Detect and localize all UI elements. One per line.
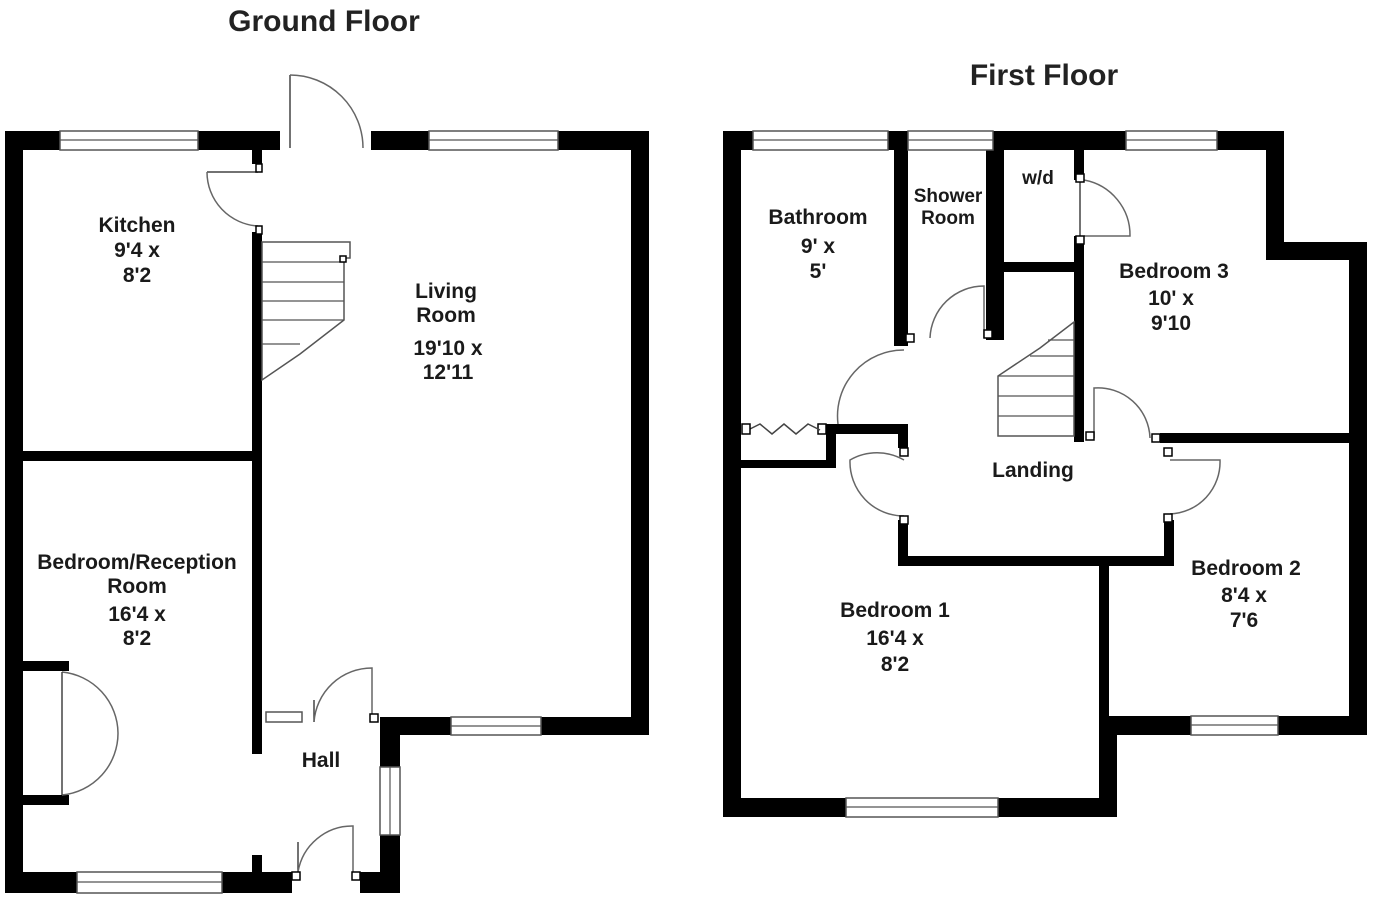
ground-floor-doors (61, 74, 379, 881)
shower-room-name-1: Shower (914, 186, 983, 207)
first-floor-walls (723, 131, 1367, 817)
first-floor-labels: Bathroom 9' x 5' Shower Room w/d Bedroom… (768, 168, 1300, 676)
bedroom-1-dim-1: 16'4 x (866, 627, 924, 650)
bedroom-1-dim-2: 8'2 (881, 653, 909, 676)
first-floor-plan: Bathroom 9' x 5' Shower Room w/d Bedroom… (723, 130, 1367, 818)
bedroom-reception-dim-1: 16'4 x (108, 603, 166, 626)
kitchen-name: Kitchen (98, 214, 175, 237)
bedroom-2-dim-1: 8'4 x (1221, 584, 1267, 607)
bathroom-dim-2: 5' (810, 260, 827, 283)
first-floor-heading: First Floor (970, 59, 1119, 92)
ground-floor-labels: Kitchen 9'4 x 8'2 Living Room 19'10 x 12… (37, 214, 483, 772)
bedroom-2-name: Bedroom 2 (1191, 557, 1301, 580)
hall-name: Hall (302, 749, 341, 772)
first-floor-stairs (997, 320, 1075, 437)
first-floor-windows (752, 130, 1279, 818)
first-floor-doors (741, 173, 1221, 525)
living-room-name-2: Room (416, 304, 476, 327)
landing-name: Landing (992, 459, 1074, 482)
bedroom-1-name: Bedroom 1 (840, 599, 950, 622)
bedroom-3-name: Bedroom 3 (1119, 260, 1229, 283)
wd-name: w/d (1021, 168, 1054, 189)
ground-floor-plan: Kitchen 9'4 x 8'2 Living Room 19'10 x 12… (5, 74, 649, 894)
bedroom-reception-name-1: Bedroom/Reception (37, 551, 237, 574)
bedroom-reception-dim-2: 8'2 (123, 627, 151, 650)
living-room-dim-2: 12'11 (423, 361, 474, 384)
ground-floor-windows (59, 130, 559, 894)
bedroom-3-dim-1: 10' x (1148, 287, 1194, 310)
kitchen-dim-1: 9'4 x (114, 239, 160, 262)
ground-floor-walls (5, 131, 649, 893)
ground-floor-stairs (261, 241, 351, 382)
bedroom-3-dim-2: 9'10 (1151, 312, 1191, 335)
bedroom-reception-name-2: Room (107, 575, 167, 598)
living-room-name-1: Living (415, 280, 477, 303)
ground-floor-heading: Ground Floor (228, 5, 420, 38)
bedroom-2-dim-2: 7'6 (1230, 609, 1258, 632)
bathroom-name: Bathroom (768, 206, 867, 229)
bathroom-dim-1: 9' x (801, 235, 836, 258)
shower-room-name-2: Room (921, 208, 975, 229)
kitchen-dim-2: 8'2 (123, 264, 151, 287)
living-room-dim-1: 19'10 x (413, 337, 483, 360)
